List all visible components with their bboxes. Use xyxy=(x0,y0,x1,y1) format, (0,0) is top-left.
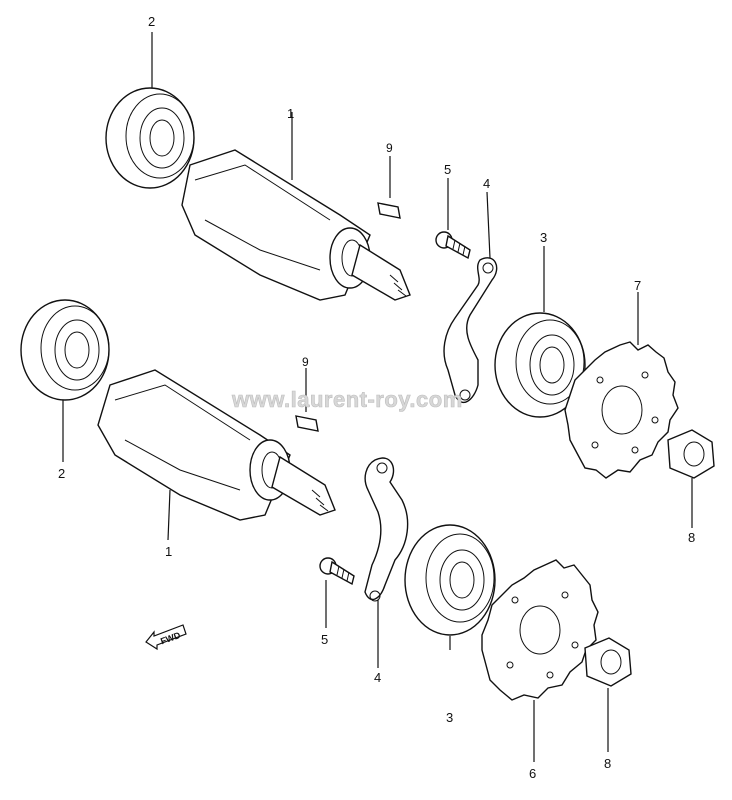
label-part-3-top: 3 xyxy=(540,230,547,245)
watermark-text: www.laurent-roy.com xyxy=(231,387,463,412)
label-part-2-top: 2 xyxy=(148,14,155,29)
label-part-7: 7 xyxy=(634,278,641,293)
key-top xyxy=(377,202,401,219)
nut-right xyxy=(667,429,715,479)
bearing-bottom-left xyxy=(20,299,110,401)
label-part-2-left: 2 xyxy=(58,466,65,481)
bearing-top-left xyxy=(105,87,195,189)
bolt-top xyxy=(435,231,471,260)
lock-plate-bottom xyxy=(364,457,409,602)
balancer-shaft-bottom xyxy=(97,369,336,521)
nut-bottom xyxy=(584,637,632,687)
sprocket-lower xyxy=(481,559,599,701)
label-part-8-right: 8 xyxy=(688,530,695,545)
leader-lines xyxy=(62,32,693,762)
lock-plate-top xyxy=(443,257,498,404)
bearing-bottom-right xyxy=(404,524,496,636)
bolt-bottom xyxy=(319,557,355,586)
sprocket-upper xyxy=(564,341,679,479)
label-part-8-bottom: 8 xyxy=(604,756,611,771)
balancer-shaft-top xyxy=(181,149,411,301)
label-part-4-top: 4 xyxy=(483,176,490,191)
label-part-5-bottom: 5 xyxy=(321,632,328,647)
label-part-5-top: 5 xyxy=(444,162,451,177)
label-part-4-bottom: 4 xyxy=(374,670,381,685)
label-part-6: 6 xyxy=(529,766,536,781)
label-part-3-bottom: 3 xyxy=(446,710,453,725)
label-part-9-mid: 9 xyxy=(302,355,309,369)
fwd-arrow-icon: FWD xyxy=(145,624,187,651)
label-part-1-top: 1 xyxy=(287,106,294,121)
bearing-top-right xyxy=(494,312,586,418)
key-bottom xyxy=(295,415,319,432)
label-part-1-bottom: 1 xyxy=(165,544,172,559)
label-part-9-top: 9 xyxy=(386,141,393,155)
